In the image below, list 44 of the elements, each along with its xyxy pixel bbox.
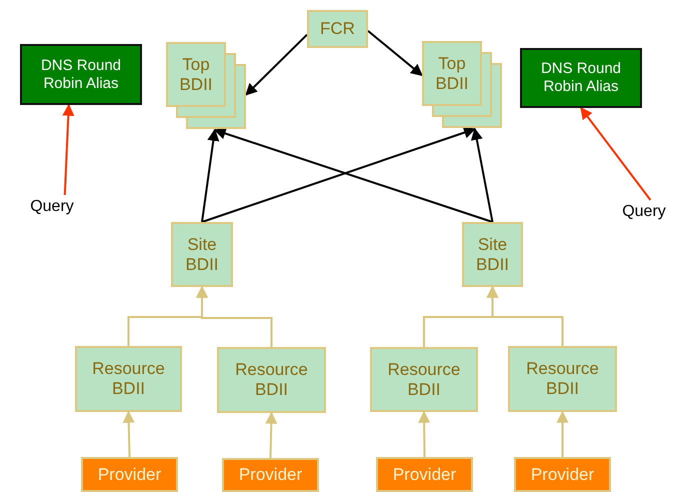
arrow — [265, 412, 278, 458]
box-label: Site BDII — [184, 234, 220, 274]
arrow — [201, 128, 220, 222]
box-label: Query — [30, 198, 74, 216]
box-label: Provider — [530, 464, 594, 484]
box-label: FCR — [320, 19, 355, 39]
stacked-server-box — [422, 41, 502, 129]
info-box — [508, 346, 617, 412]
arrow — [486, 286, 564, 346]
provider-box — [514, 457, 611, 492]
info-box — [217, 347, 326, 413]
info-box — [171, 222, 233, 287]
box-label: Query — [622, 203, 666, 221]
info-box — [75, 346, 182, 412]
arrow — [470, 128, 494, 222]
box-label: Resource BDII — [525, 359, 600, 399]
arrow — [418, 410, 430, 458]
arrow — [196, 286, 272, 347]
info-box — [370, 347, 478, 412]
provider-box — [81, 457, 178, 492]
box-label: DNS Round Robin Alias — [540, 60, 622, 96]
arrow — [580, 107, 652, 201]
info-box — [462, 222, 523, 287]
box-label: Top BDII — [178, 54, 214, 96]
box-label: Provider — [98, 464, 162, 484]
box-label: Top BDII — [434, 52, 470, 94]
alias-box — [20, 44, 142, 105]
info-box — [307, 10, 368, 48]
arrow — [122, 410, 135, 458]
arrow — [556, 410, 568, 457]
provider-box — [376, 457, 473, 492]
box-label: DNS Round Robin Alias — [40, 56, 122, 92]
arrow — [367, 30, 423, 76]
arrow — [245, 34, 308, 96]
stacked-server-box — [166, 42, 246, 130]
alias-box — [520, 48, 642, 108]
box-label: Provider — [392, 464, 456, 484]
box-label: Resource BDII — [91, 359, 166, 399]
box-label: Resource BDII — [234, 360, 309, 400]
arrow — [62, 104, 74, 196]
box-label: Provider — [238, 465, 302, 485]
box-label: Site BDII — [474, 234, 510, 274]
provider-box — [222, 458, 319, 492]
box-label: Resource BDII — [386, 360, 462, 400]
